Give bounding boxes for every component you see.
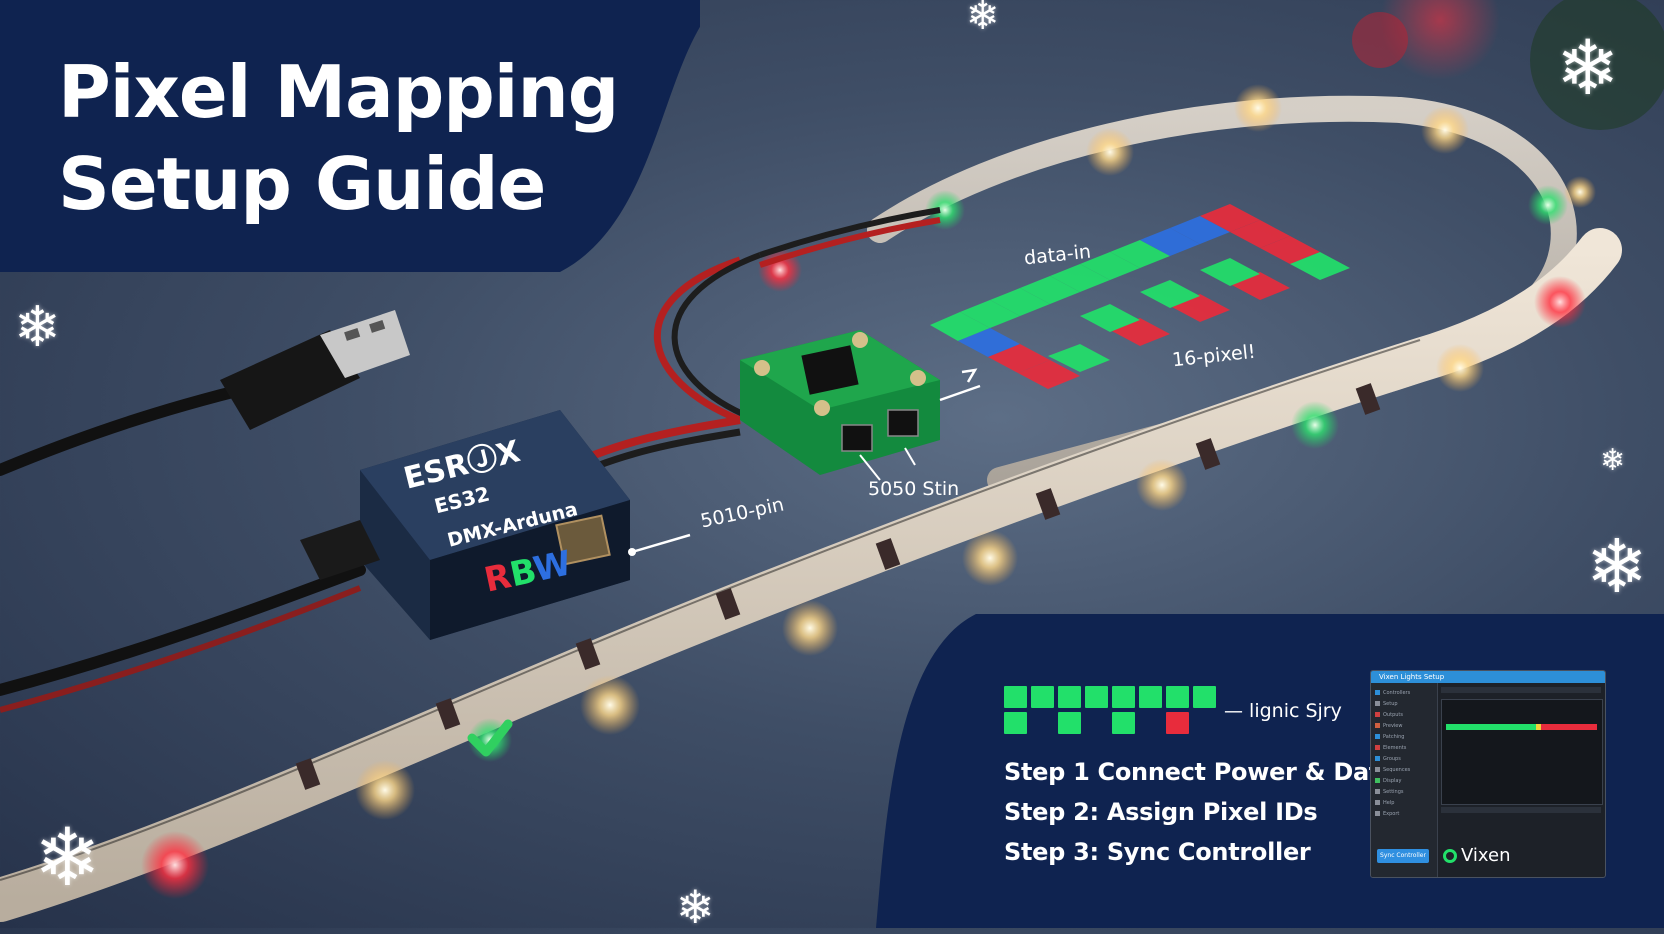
vixen-label: Vixen	[1461, 845, 1511, 866]
sidebar-item[interactable]: Help	[1375, 799, 1394, 807]
controller-box	[300, 410, 630, 640]
legend-pixel-cell	[1166, 686, 1189, 708]
snowflake-icon: ❄	[1586, 524, 1649, 610]
sidebar-item[interactable]: Controllers	[1375, 689, 1410, 697]
sidebar-item-label: Groups	[1383, 756, 1401, 762]
snowflake-icon: ❄	[14, 295, 61, 360]
legend-pixel-cell	[1031, 686, 1054, 708]
sidebar-item-label: Outputs	[1383, 712, 1403, 718]
step-3: Step 3: Sync Controller	[1004, 838, 1311, 866]
app-canvas	[1441, 699, 1603, 805]
app-toolbar	[1441, 687, 1601, 693]
sidebar-dot-icon	[1375, 723, 1380, 728]
sidebar-item[interactable]: Elements	[1375, 744, 1406, 752]
sidebar-item[interactable]: Export	[1375, 810, 1399, 818]
app-title: Vixen Lights Setup	[1379, 673, 1445, 681]
title-panel-bg	[0, 0, 700, 272]
step-2: Step 2: Assign Pixel IDs	[1004, 798, 1318, 826]
sidebar-item-label: Setup	[1383, 701, 1398, 707]
sidebar-item-label: Elements	[1383, 745, 1407, 751]
progress-yellow	[1536, 724, 1541, 730]
sidebar-item-label: Export	[1383, 811, 1400, 817]
vixen-logo-icon	[1443, 849, 1457, 863]
legend-pixel-cell	[1112, 712, 1135, 734]
led-chips	[295, 383, 1381, 790]
legend-pixel-cell	[1004, 686, 1027, 708]
legend-pixel-cell	[1058, 712, 1081, 734]
snowflake-icon: ❄	[1556, 23, 1620, 112]
vixen-brand: Vixen	[1443, 845, 1511, 867]
legend-pixel-cell	[1193, 686, 1216, 708]
step-1: Step 1 Connect Power & Data	[1004, 758, 1396, 786]
sidebar-item-label: Preview	[1383, 723, 1403, 729]
sidebar-item-label: Help	[1383, 800, 1395, 806]
sidebar-dot-icon	[1375, 800, 1380, 805]
legend-pixel-cell	[1004, 712, 1027, 734]
sidebar-dot-icon	[1375, 789, 1380, 794]
sidebar-dot-icon	[1375, 734, 1380, 739]
sidebar-dot-icon	[1375, 745, 1380, 750]
progress-green	[1446, 724, 1536, 730]
legend-pixel-cell	[1166, 712, 1189, 734]
sidebar-item-label: Patching	[1383, 734, 1405, 740]
sidebar-item-label: Display	[1383, 778, 1402, 784]
title-line-2: Setup Guide	[58, 142, 546, 226]
legend-pixel-cell	[1058, 686, 1081, 708]
pixel-legend-grid	[1004, 686, 1220, 738]
sidebar-dot-icon	[1375, 756, 1380, 761]
pixel-map-grid	[930, 204, 1350, 389]
app-main	[1439, 683, 1605, 877]
pcb-board	[740, 330, 940, 475]
sidebar-item[interactable]: Settings	[1375, 788, 1404, 796]
sidebar-item-label: Settings	[1383, 789, 1404, 795]
title-line-1: Pixel Mapping	[58, 50, 619, 134]
snowflake-icon: ❄	[1600, 443, 1626, 478]
legend-pixel-cell	[1085, 686, 1108, 708]
sidebar-dot-icon	[1375, 712, 1380, 717]
sidebar-dot-icon	[1375, 701, 1380, 706]
sidebar-item[interactable]: Preview	[1375, 722, 1402, 730]
progress-red	[1541, 724, 1597, 730]
sidebar-dot-icon	[1375, 767, 1380, 772]
legend-pixel-cell	[1112, 686, 1135, 708]
sidebar-dot-icon	[1375, 811, 1380, 816]
sidebar-dot-icon	[1375, 690, 1380, 695]
legend-pixel-cell	[1139, 686, 1162, 708]
sidebar-item-label: Controllers	[1383, 690, 1411, 696]
snowflake-icon: ❄	[676, 880, 715, 934]
snowflake-icon: ❄	[966, 0, 1000, 39]
snowflake-icon: ❄	[34, 811, 102, 904]
app-titlebar: Vixen Lights Setup	[1371, 671, 1605, 683]
app-progress-track	[1446, 724, 1597, 730]
sidebar-item[interactable]: Outputs	[1375, 711, 1403, 719]
sidebar-item[interactable]: Groups	[1375, 755, 1401, 763]
page-title: Pixel Mapping Setup Guide	[58, 46, 619, 230]
usb-plug-icon	[220, 310, 410, 430]
sidebar-dot-icon	[1375, 778, 1380, 783]
app-statusbar	[1441, 807, 1601, 813]
sidebar-item[interactable]: Patching	[1375, 733, 1404, 741]
sidebar-item[interactable]: Sequences	[1375, 766, 1410, 774]
sidebar-item[interactable]: Setup	[1375, 700, 1398, 708]
legend-label: — lignic Sjry	[1224, 700, 1342, 722]
sidebar-item[interactable]: Display	[1375, 777, 1401, 785]
sync-controller-button[interactable]: Sync Controller	[1377, 849, 1429, 863]
logo-w: W	[529, 543, 575, 591]
pin-5050-label: 5050 Stin	[868, 478, 960, 500]
sidebar-item-label: Sequences	[1383, 767, 1411, 773]
